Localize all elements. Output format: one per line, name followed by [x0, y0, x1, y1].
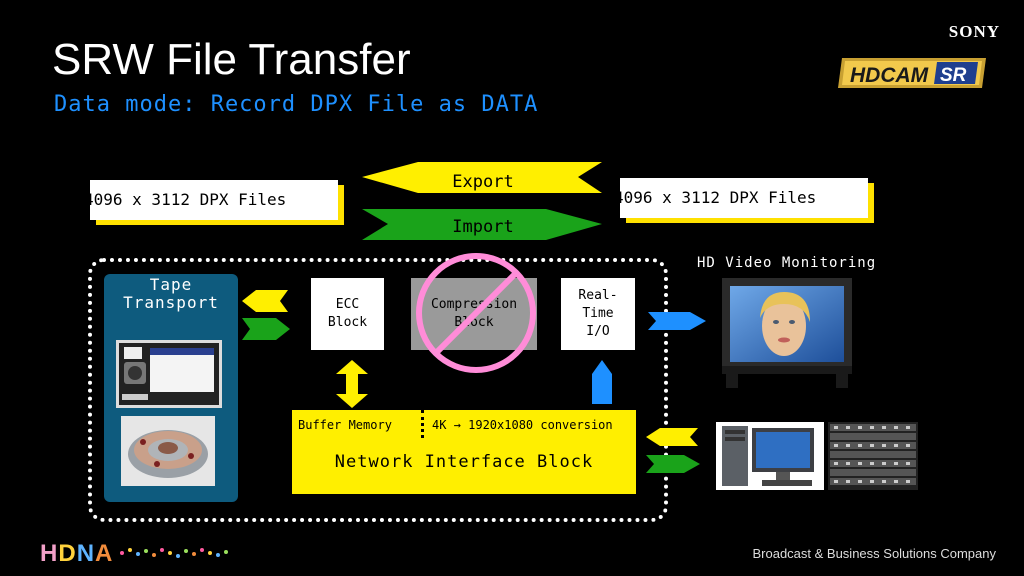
monitor-arrow-icon	[648, 312, 706, 330]
tape-ecc-arrows	[242, 290, 290, 340]
tape-transport-label: Tape Transport	[123, 275, 219, 312]
hd-monitoring-label: HD Video Monitoring	[697, 255, 877, 271]
conversion-label: 4K → 1920x1080 conversion	[432, 418, 613, 432]
write-arrow	[242, 318, 290, 340]
import-arrow	[362, 209, 602, 240]
dpx-files-left: 4096 x 3112 DPX Files	[90, 180, 338, 220]
ecc-block: ECC Block	[311, 278, 384, 350]
hdna-logo: HDNA	[40, 540, 113, 568]
hd-monitor-image	[722, 278, 852, 388]
hdna-logo-d: D	[58, 540, 77, 567]
hdna-sparkle-decoration	[120, 548, 228, 558]
network-interface-label: Network Interface Block	[334, 452, 594, 472]
page-subtitle: Data mode: Record DPX File as DATA	[54, 92, 539, 117]
export-label: Export	[452, 172, 513, 192]
realtime-io-block: Real- Time I/O	[561, 278, 635, 350]
computer-image	[716, 422, 824, 490]
network-export-arrow	[646, 428, 698, 446]
hdcam-sr-logo: HDCAM SR	[838, 58, 986, 88]
vtr-boundary	[88, 258, 668, 522]
page-title: SRW File Transfer	[52, 35, 411, 84]
head-drum-image	[121, 416, 215, 486]
sony-logo: SONY	[948, 22, 1000, 41]
buffer-divider	[421, 410, 424, 438]
hdna-logo-a: A	[95, 540, 114, 567]
network-interface-block	[292, 410, 636, 494]
network-arrows	[646, 428, 700, 473]
hdna-logo-h: H	[40, 540, 59, 567]
dpx-files-right: 4096 x 3112 DPX Files	[620, 178, 868, 218]
buffer-memory-label: Buffer Memory	[298, 418, 392, 432]
footer-company: Broadcast & Business Solutions Company	[752, 546, 996, 561]
up-arrow-icon	[592, 360, 612, 404]
hdcam-logo-text: HDCAM	[850, 64, 929, 87]
hdna-logo-n: N	[76, 540, 96, 567]
export-arrow	[362, 162, 602, 193]
tape-cassette-image	[116, 340, 222, 408]
prohibited-icon	[416, 253, 536, 373]
ecc-buffer-double-arrow	[336, 360, 368, 408]
compression-block: Compression Block	[411, 278, 537, 350]
network-import-arrow	[646, 455, 700, 473]
read-arrow	[242, 290, 288, 312]
import-label: Import	[452, 217, 513, 237]
storage-array-image	[828, 422, 918, 490]
sr-logo-text: SR	[940, 65, 967, 86]
export-import-arrows: Export Import	[362, 162, 602, 240]
